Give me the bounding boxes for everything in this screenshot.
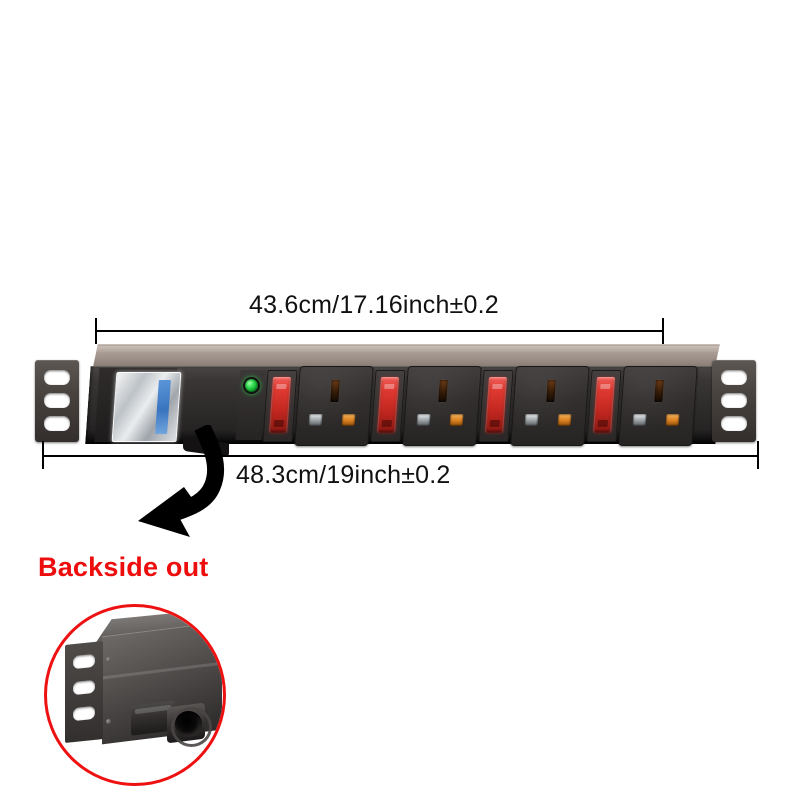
uk-socket-2[interactable] — [402, 366, 482, 446]
uk-socket-1[interactable] — [294, 366, 374, 446]
pdu-top-highlight — [96, 346, 720, 352]
cable-gland-ring — [171, 707, 212, 747]
led-caption — [239, 397, 262, 405]
live-slot — [524, 414, 539, 426]
rear-detail-circle — [44, 604, 226, 786]
detail-clip — [47, 607, 223, 783]
detail-screw — [106, 657, 111, 662]
rocker-red — [593, 377, 616, 433]
uk-socket-4[interactable] — [618, 366, 698, 446]
outlet-bank — [262, 366, 699, 446]
rocker-red — [377, 377, 400, 433]
neutral-slot — [665, 414, 680, 426]
dimension-tick-bottom-left — [42, 441, 44, 469]
detail-ear-slot — [73, 679, 95, 696]
detail-ear-slot — [73, 705, 95, 722]
neutral-slot — [449, 414, 464, 426]
power-led-indicator — [243, 377, 260, 394]
dimension-tick-bottom-right — [757, 441, 759, 469]
rack-ear-slot — [44, 370, 70, 385]
neutral-slot — [557, 414, 572, 426]
dimension-line-top — [95, 330, 664, 332]
earth-slot — [546, 380, 556, 402]
rack-ear-slot — [44, 416, 70, 431]
outlet-switch-4[interactable] — [586, 370, 622, 442]
outlet-switch-2[interactable] — [370, 370, 406, 442]
earth-slot — [330, 380, 340, 402]
dimension-label-body-width: 43.6cm/17.16inch±0.2 — [249, 291, 499, 319]
outlet-switch-3[interactable] — [478, 370, 514, 442]
rocker-red — [485, 377, 508, 433]
dimension-tick-top-right — [662, 318, 664, 346]
detail-ear-slot — [73, 653, 95, 670]
live-slot — [416, 414, 431, 426]
neutral-slot — [341, 414, 356, 426]
rack-ear-slot — [44, 393, 70, 408]
live-slot — [632, 414, 647, 426]
rack-ear-slot — [721, 393, 747, 408]
rack-ear-slot — [721, 416, 747, 431]
dimension-label-overall-width: 48.3cm/19inch±0.2 — [236, 461, 451, 489]
pdu-unit — [33, 344, 758, 458]
backside-out-label: Backside out — [38, 552, 209, 582]
live-slot — [308, 414, 323, 426]
detail-screw — [106, 719, 111, 724]
uk-socket-3[interactable] — [510, 366, 590, 446]
earth-slot — [438, 380, 448, 402]
rack-ear-slot — [721, 370, 747, 385]
callout-arrow-icon — [138, 425, 225, 537]
earth-slot — [654, 380, 664, 402]
cable-gland-opening — [175, 711, 202, 737]
rack-ear-left — [35, 360, 79, 442]
rack-ear-right — [712, 360, 756, 442]
dimension-line-bottom — [42, 455, 759, 457]
detail-rack-ear — [65, 641, 103, 743]
rocker-red — [269, 377, 292, 433]
dimension-tick-top-left — [95, 318, 97, 344]
